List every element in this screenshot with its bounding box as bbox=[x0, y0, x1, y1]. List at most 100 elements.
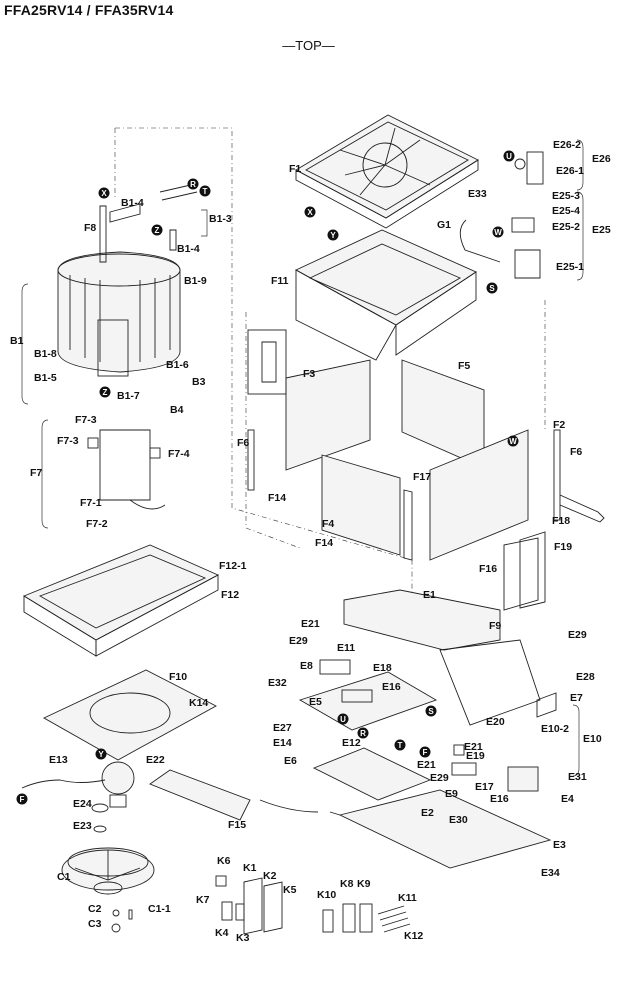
page-title: FFA25RV14 / FFA35RV14 bbox=[4, 2, 174, 18]
part-label-f7-1: F7-1 bbox=[80, 497, 102, 509]
part-label-e24: E24 bbox=[73, 798, 92, 810]
part-label-b1-7: B1-7 bbox=[117, 390, 140, 402]
svg-text:U: U bbox=[340, 715, 346, 724]
part-label-e32: E32 bbox=[268, 677, 287, 689]
part-label-f5: F5 bbox=[458, 360, 470, 372]
part-label-b1-5: B1-5 bbox=[34, 372, 57, 384]
part-label-k2: K2 bbox=[263, 870, 277, 882]
part-label-e6: E6 bbox=[284, 755, 297, 767]
ref-marker-r: R bbox=[357, 727, 369, 739]
part-label-f12: F12 bbox=[221, 589, 239, 601]
part-label-f17: F17 bbox=[413, 471, 431, 483]
part-label-e22: E22 bbox=[146, 754, 165, 766]
part-label-e26-2: E26-2 bbox=[553, 139, 581, 151]
part-label-e25: E25 bbox=[592, 224, 611, 236]
ref-marker-t: T bbox=[199, 185, 211, 197]
part-label-f9: F9 bbox=[489, 620, 501, 632]
part-label-e21: E21 bbox=[301, 618, 320, 630]
part-label-e33: E33 bbox=[468, 188, 487, 200]
part-label-f7-4: F7-4 bbox=[168, 448, 190, 460]
part-label-b3: B3 bbox=[192, 376, 206, 388]
part-label-f7-3: F7-3 bbox=[57, 435, 79, 447]
part-label-b1-4: B1-4 bbox=[177, 243, 200, 255]
part-label-f7-2: F7-2 bbox=[86, 518, 108, 530]
part-label-b1-9: B1-9 bbox=[184, 275, 207, 287]
svg-text:X: X bbox=[307, 208, 313, 217]
part-label-c3: C3 bbox=[88, 918, 102, 930]
svg-text:X: X bbox=[101, 189, 107, 198]
ref-marker-z: Z bbox=[99, 386, 111, 398]
part-label-e10-2: E10-2 bbox=[541, 723, 569, 735]
part-label-c1-1: C1-1 bbox=[148, 903, 171, 915]
part-label-f6: F6 bbox=[570, 446, 582, 458]
part-label-e25-1: E25-1 bbox=[556, 261, 584, 273]
ref-marker-w: W bbox=[492, 226, 504, 238]
svg-text:Y: Y bbox=[330, 231, 336, 240]
part-label-e28: E28 bbox=[576, 671, 595, 683]
svg-text:Z: Z bbox=[103, 388, 108, 397]
part-label-e12: E12 bbox=[342, 737, 361, 749]
part-label-e16: E16 bbox=[490, 793, 509, 805]
part-label-e3: E3 bbox=[553, 839, 566, 851]
ref-marker-z: Z bbox=[151, 224, 163, 236]
svg-text:U: U bbox=[506, 152, 512, 161]
svg-text:R: R bbox=[190, 180, 196, 189]
part-label-e29: E29 bbox=[430, 772, 449, 784]
part-label-k1: K1 bbox=[243, 862, 257, 874]
part-label-f3: F3 bbox=[303, 368, 315, 380]
part-label-f11: F11 bbox=[271, 275, 289, 287]
part-label-f8: F8 bbox=[84, 222, 96, 234]
part-label-k5: K5 bbox=[283, 884, 297, 896]
part-label-f2: F2 bbox=[553, 419, 565, 431]
part-label-k14: K14 bbox=[189, 697, 208, 709]
part-label-k10: K10 bbox=[317, 889, 336, 901]
part-label-f19: F19 bbox=[554, 541, 572, 553]
part-label-c1: C1 bbox=[57, 871, 71, 883]
group-braces bbox=[21, 139, 584, 777]
part-label-f7-3: F7-3 bbox=[75, 414, 97, 426]
ref-marker-s: S bbox=[425, 705, 437, 717]
part-label-e25-3: E25-3 bbox=[552, 190, 580, 202]
svg-text:T: T bbox=[398, 741, 403, 750]
ref-marker-x: X bbox=[98, 187, 110, 199]
part-label-e2: E2 bbox=[421, 807, 434, 819]
part-label-b1-3: B1-3 bbox=[209, 213, 232, 225]
part-label-e21: E21 bbox=[417, 759, 436, 771]
part-label-e25-4: E25-4 bbox=[552, 205, 580, 217]
ref-marker-r: R bbox=[187, 178, 199, 190]
svg-text:W: W bbox=[494, 228, 502, 237]
part-label-e14: E14 bbox=[273, 737, 292, 749]
ref-marker-f: F bbox=[16, 793, 28, 805]
part-label-f1: F1 bbox=[289, 163, 301, 175]
part-label-e16: E16 bbox=[382, 681, 401, 693]
part-label-e19: E19 bbox=[466, 750, 485, 762]
part-label-b1-4: B1-4 bbox=[121, 197, 144, 209]
part-label-b1-6: B1-6 bbox=[166, 359, 189, 371]
part-label-e7: E7 bbox=[570, 692, 583, 704]
part-label-b1: B1 bbox=[10, 335, 24, 347]
part-label-k9: K9 bbox=[357, 878, 371, 890]
part-label-e18: E18 bbox=[373, 662, 392, 674]
part-label-e29: E29 bbox=[289, 635, 308, 647]
part-label-b4: B4 bbox=[170, 404, 184, 416]
part-label-e13: E13 bbox=[49, 754, 68, 766]
svg-text:R: R bbox=[360, 729, 366, 738]
part-label-e27: E27 bbox=[273, 722, 292, 734]
part-label-e29: E29 bbox=[568, 629, 587, 641]
part-label-k6: K6 bbox=[217, 855, 231, 867]
svg-text:F: F bbox=[20, 795, 25, 804]
part-label-f15: F15 bbox=[228, 819, 246, 831]
part-label-e10: E10 bbox=[583, 733, 602, 745]
part-label-e26: E26 bbox=[592, 153, 611, 165]
part-label-e26-1: E26-1 bbox=[556, 165, 584, 177]
part-label-k3: K3 bbox=[236, 932, 250, 944]
part-outlines bbox=[21, 114, 605, 935]
ref-marker-f: F bbox=[419, 746, 431, 758]
part-label-e8: E8 bbox=[300, 660, 313, 672]
part-label-b1-8: B1-8 bbox=[34, 348, 57, 360]
part-label-c2: C2 bbox=[88, 903, 102, 915]
part-label-f10: F10 bbox=[169, 671, 187, 683]
ref-marker-u: U bbox=[503, 150, 515, 162]
